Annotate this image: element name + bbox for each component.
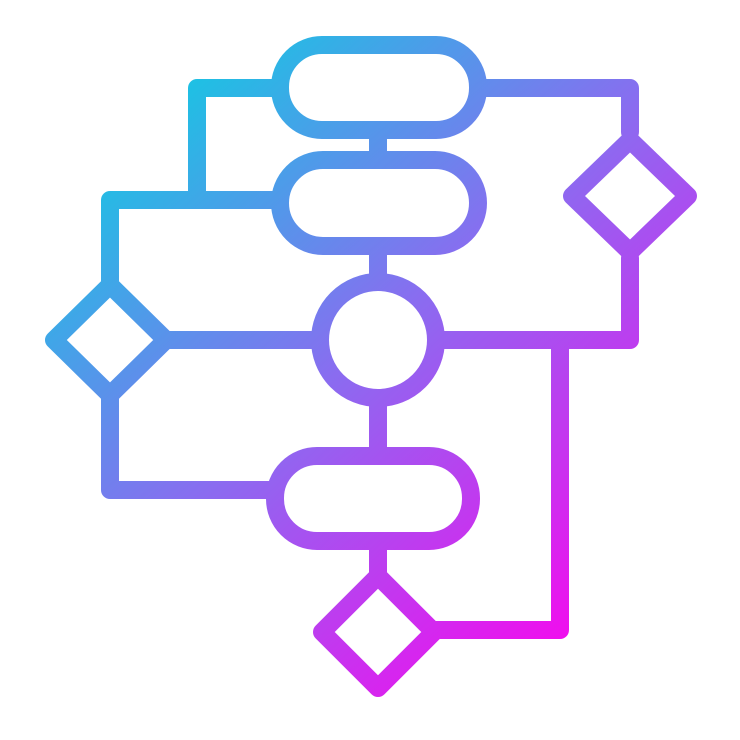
connector-left-diamond-to-bottom-box (101, 386, 284, 499)
process-box-bottom (266, 447, 480, 550)
connector-right-vertical-to-bottom-diamond (425, 331, 569, 639)
connector-top-right (469, 79, 639, 141)
process-box-top (271, 36, 487, 139)
connector-circle-to-right-diamond (427, 249, 639, 349)
circle-node (311, 273, 445, 407)
connector-left-to-second-box (101, 191, 289, 294)
connector-top-left (188, 79, 289, 201)
process-box-second (271, 151, 487, 255)
decision-diamond-right (563, 131, 697, 261)
decision-diamond-left (45, 276, 175, 404)
decision-diamond-bottom (313, 567, 443, 697)
